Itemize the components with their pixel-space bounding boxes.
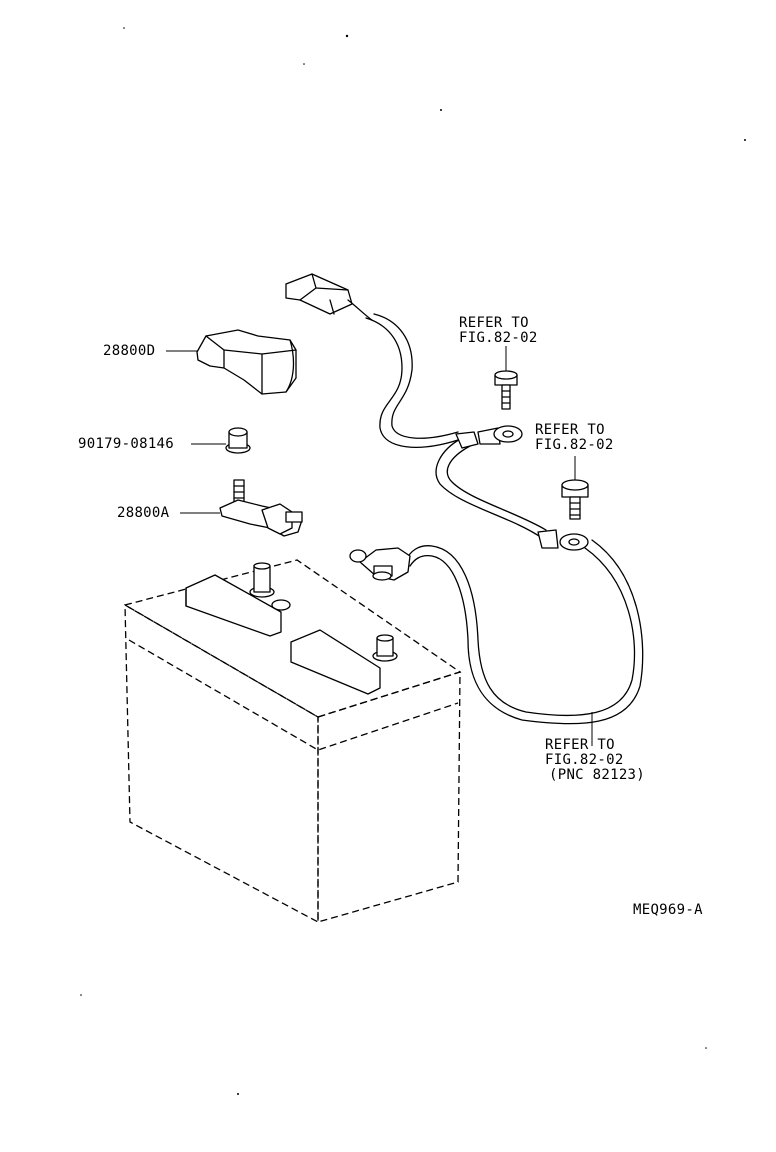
- label-28800d: 28800D: [103, 343, 156, 359]
- wire-connector: [285, 273, 353, 315]
- bolt-upper: [494, 346, 518, 410]
- refer-label-1-line1: REFER TO: [459, 315, 529, 331]
- terminal-clamp-28800a: [180, 479, 303, 537]
- battery-cell-cap-left: [185, 574, 282, 637]
- battery-cable-harness: [347, 299, 644, 746]
- bolt-lower: [561, 456, 589, 520]
- nut-90179-08146: [191, 427, 251, 454]
- label-90179-08146: 90179-08146: [78, 436, 175, 452]
- battery-terminal-positive: [249, 562, 291, 611]
- terminal-cover-28800d: [166, 329, 297, 395]
- refer-label-3-line3: (PNC 82123): [549, 767, 646, 783]
- refer-label-2-line1: REFER TO: [535, 422, 605, 438]
- label-28800a: 28800A: [117, 505, 170, 521]
- battery-terminal-negative: [372, 634, 398, 662]
- refer-label-3-line1: REFER TO: [545, 737, 615, 753]
- battery-cell-cap-right: [290, 629, 381, 695]
- refer-label-1-line2: FIG.82-02: [459, 330, 538, 346]
- figure-code: MEQ969-A: [633, 902, 703, 918]
- refer-label-2-line2: FIG.82-02: [535, 437, 614, 453]
- battery: [123, 559, 462, 924]
- scan-specks: [80, 27, 746, 1095]
- refer-label-3-line2: FIG.82-02: [545, 752, 624, 768]
